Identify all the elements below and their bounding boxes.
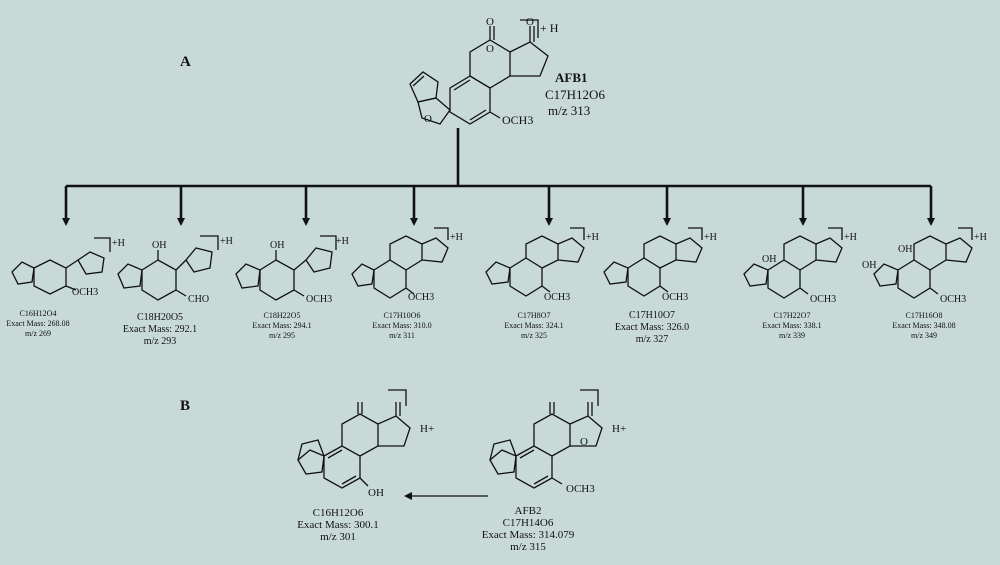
- afb1-name: AFB1: [555, 70, 588, 85]
- afb1-mz: m/z 313: [548, 103, 590, 118]
- product-mass: Exact Mass: 268.08: [6, 319, 69, 328]
- product-mz: m/z 327: [636, 334, 669, 345]
- product-mass: Exact Mass: 310.0: [372, 321, 431, 330]
- product-structure: [117, 235, 219, 301]
- product-formula: C17H8O7: [518, 311, 551, 320]
- product-substituent: OH: [762, 254, 776, 265]
- product-substituent: OCH3: [810, 294, 836, 305]
- product-charge: +H: [450, 232, 463, 243]
- afb1-structure: [409, 19, 549, 125]
- afb2-formula: C17H14O6: [503, 517, 554, 529]
- product-mz: m/z 293: [144, 336, 177, 347]
- product-mass: Exact Mass: 338.1: [762, 321, 821, 330]
- product-formula: C18H20O5: [137, 312, 183, 323]
- product-formula: C17H16O8: [906, 311, 943, 320]
- product-mass: Exact Mass: 326.0: [615, 322, 689, 333]
- afb1-atom-o-ring: O: [486, 43, 494, 55]
- product-mass: Exact Mass: 348.08: [892, 321, 955, 330]
- product-formula: C18H22O5: [264, 311, 301, 320]
- afb2-atom-o: O: [580, 436, 588, 448]
- afb2-mass: Exact Mass: 314.079: [482, 529, 575, 541]
- product-substituent: OCH3: [72, 287, 98, 298]
- product-substituent: OCH3: [544, 292, 570, 303]
- product-substituent: OH: [152, 240, 166, 251]
- product-charge: +H: [220, 236, 233, 247]
- afb2-product-formula: C16H12O6: [313, 507, 364, 519]
- afb1-atom-o-furan: O: [424, 113, 432, 125]
- product-charge: +H: [974, 232, 987, 243]
- product-formula: C17H10O7: [629, 310, 675, 321]
- product-structure: [235, 235, 337, 301]
- product-charge: +H: [336, 236, 349, 247]
- product-charge: +H: [112, 238, 125, 249]
- product-substituent: OCH3: [662, 292, 688, 303]
- product-substituent: OCH3: [408, 292, 434, 303]
- product-charge: +H: [704, 232, 717, 243]
- afb2-product-mz: m/z 301: [320, 531, 356, 543]
- product-substituent: OCH3: [306, 294, 332, 305]
- product-formula: C16H12O4: [20, 309, 57, 318]
- panel-label-a: A: [180, 54, 191, 70]
- product-substituent: CHO: [188, 294, 209, 305]
- afb2-charge: H+: [612, 423, 626, 435]
- product-structure: [485, 227, 585, 297]
- product-mz: m/z 269: [25, 329, 51, 338]
- afb2-mz: m/z 315: [510, 541, 546, 553]
- product-mass: Exact Mass: 294.1: [252, 321, 311, 330]
- afb2-name: AFB2: [515, 505, 542, 517]
- afb1-atom-o-carbonyl: O: [486, 16, 494, 28]
- branch-arrows: [62, 186, 935, 226]
- product-mass: Exact Mass: 292.1: [123, 324, 197, 335]
- afb2-product-charge: H+: [420, 423, 434, 435]
- product-mass: Exact Mass: 324.1: [504, 321, 563, 330]
- product-mz: m/z 295: [269, 331, 295, 340]
- product-structure: [351, 227, 449, 299]
- product-substituent: OH: [898, 244, 912, 255]
- product-mz: m/z 349: [911, 331, 937, 340]
- product-mz: m/z 311: [389, 331, 415, 340]
- afb2-substituent: OCH3: [566, 483, 595, 495]
- product-substituent: OH: [270, 240, 284, 251]
- product-formula: C17H10O6: [384, 311, 421, 320]
- afb2-product-mass: Exact Mass: 300.1: [297, 519, 379, 531]
- afb1-formula: C17H12O6: [545, 87, 605, 102]
- product-structure: [743, 227, 843, 299]
- afb2-product-substituent: OH: [368, 487, 384, 499]
- afb1-charge: + H: [540, 21, 559, 35]
- afb1-atom-o-ketone: O: [526, 16, 534, 28]
- product-charge: +H: [844, 232, 857, 243]
- product-formula: C17H22O7: [774, 311, 811, 320]
- afb1-substituent: OCH3: [502, 113, 533, 127]
- afb2-structure: [489, 389, 603, 489]
- product-mz: m/z 325: [521, 331, 547, 340]
- product-structure: [11, 237, 111, 295]
- product-structure: [603, 227, 703, 297]
- product-mz: m/z 339: [779, 331, 805, 340]
- product-substituent: OH: [862, 260, 876, 271]
- product-charge: +H: [586, 232, 599, 243]
- product-substituent: OCH3: [940, 294, 966, 305]
- product-structure: [873, 227, 973, 299]
- afb2-product-structure: [297, 389, 411, 489]
- panel-label-b: B: [180, 398, 190, 414]
